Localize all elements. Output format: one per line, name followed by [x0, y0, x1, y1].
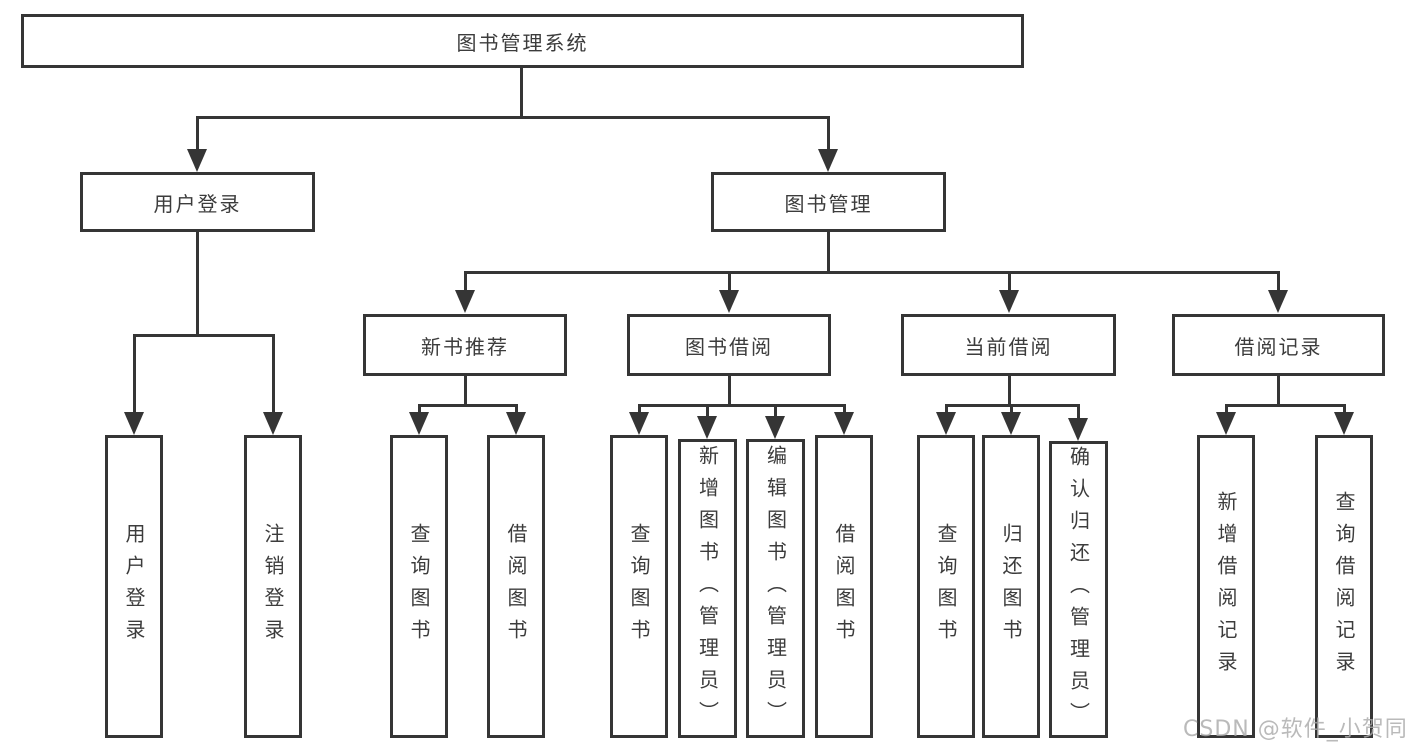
arrow-down-icon	[409, 412, 429, 435]
connector-line	[1225, 404, 1228, 413]
connector-line	[196, 116, 199, 151]
node-leaf-query-books-1: 查询图书	[390, 435, 448, 738]
connector-line	[464, 271, 467, 292]
arrow-down-icon	[697, 416, 717, 439]
node-leaf-user-login: 用户登录	[105, 435, 163, 738]
connector-line	[945, 404, 948, 413]
connector-line	[1277, 375, 1280, 407]
connector-line	[464, 375, 467, 407]
node-label: 查询借阅记录	[1332, 490, 1356, 683]
connector-line	[418, 404, 421, 413]
node-leaf-query-books-2: 查询图书	[610, 435, 668, 738]
node-new-book-recommend: 新书推荐	[363, 314, 567, 376]
arrow-down-icon	[818, 149, 838, 172]
connector-line	[133, 334, 136, 413]
node-label: 查询图书	[934, 522, 958, 651]
connector-line	[827, 231, 830, 274]
node-label: 注销登录	[261, 522, 285, 651]
node-label: 新增借阅记录	[1214, 490, 1238, 683]
arrow-down-icon	[1001, 412, 1021, 435]
arrow-down-icon	[506, 412, 526, 435]
connector-line	[827, 116, 830, 151]
connector-line	[272, 334, 275, 413]
arrow-down-icon	[936, 412, 956, 435]
node-book-borrow: 图书借阅	[627, 314, 831, 376]
node-leaf-query-borrow-record: 查询借阅记录	[1315, 435, 1373, 738]
connector-line	[774, 404, 777, 417]
arrow-down-icon	[263, 412, 283, 435]
node-label: 借阅图书	[832, 522, 856, 651]
node-leaf-add-books-admin: 新增图书（管理员）	[678, 439, 737, 738]
connector-line	[1008, 271, 1011, 292]
node-leaf-add-borrow-record: 新增借阅记录	[1197, 435, 1255, 738]
node-root-library-system: 图书管理系统	[21, 14, 1024, 68]
connector-line	[1077, 404, 1080, 419]
node-leaf-borrow-books-1: 借阅图书	[487, 435, 545, 738]
node-leaf-query-books-3: 查询图书	[917, 435, 975, 738]
arrow-down-icon	[834, 412, 854, 435]
node-label: 归还图书	[999, 522, 1023, 651]
connector-line	[464, 271, 1280, 274]
node-label: 借阅图书	[504, 522, 528, 651]
node-borrow-records: 借阅记录	[1172, 314, 1385, 376]
node-label: 查询图书	[407, 522, 431, 651]
node-leaf-borrow-books-2: 借阅图书	[815, 435, 873, 738]
node-leaf-confirm-return-admin: 确认归还（管理员）	[1049, 441, 1108, 738]
arrow-down-icon	[1334, 412, 1354, 435]
connector-line	[728, 375, 731, 407]
connector-line	[638, 404, 641, 413]
node-label: 确认归还（管理员）	[1066, 445, 1091, 734]
connector-line	[1277, 271, 1280, 292]
connector-line	[1225, 404, 1346, 407]
arrow-down-icon	[999, 290, 1019, 313]
node-label: 查询图书	[627, 522, 651, 651]
connector-line	[133, 334, 274, 337]
node-book-management-branch: 图书管理	[711, 172, 946, 232]
arrow-down-icon	[124, 412, 144, 435]
node-leaf-return-books: 归还图书	[982, 435, 1040, 738]
node-leaf-edit-books-admin: 编辑图书（管理员）	[746, 439, 805, 738]
arrow-down-icon	[1216, 412, 1236, 435]
connector-line	[1343, 404, 1346, 413]
connector-line	[843, 404, 846, 413]
node-user-login-branch: 用户登录	[80, 172, 315, 232]
connector-line	[1010, 404, 1013, 413]
arrow-down-icon	[629, 412, 649, 435]
arrow-down-icon	[1068, 418, 1088, 441]
node-label: 新增图书（管理员）	[695, 444, 720, 733]
arrow-down-icon	[455, 290, 475, 313]
node-label: 编辑图书（管理员）	[763, 444, 788, 733]
node-label: 用户登录	[122, 522, 146, 651]
connector-line	[196, 231, 199, 337]
arrow-down-icon	[187, 149, 207, 172]
arrow-down-icon	[765, 416, 785, 439]
connector-line	[418, 404, 518, 407]
arrow-down-icon	[1268, 290, 1288, 313]
arrow-down-icon	[719, 290, 739, 313]
connector-line	[706, 404, 709, 417]
connector-line	[515, 404, 518, 413]
csdn-watermark: CSDN @软件_小贺同学	[1183, 717, 1405, 742]
node-leaf-logout: 注销登录	[244, 435, 302, 738]
connector-line	[520, 67, 523, 118]
connector-line	[728, 271, 731, 292]
connector-line	[638, 404, 846, 407]
connector-line	[196, 116, 830, 119]
connector-line	[1008, 375, 1011, 407]
node-current-borrow: 当前借阅	[901, 314, 1116, 376]
